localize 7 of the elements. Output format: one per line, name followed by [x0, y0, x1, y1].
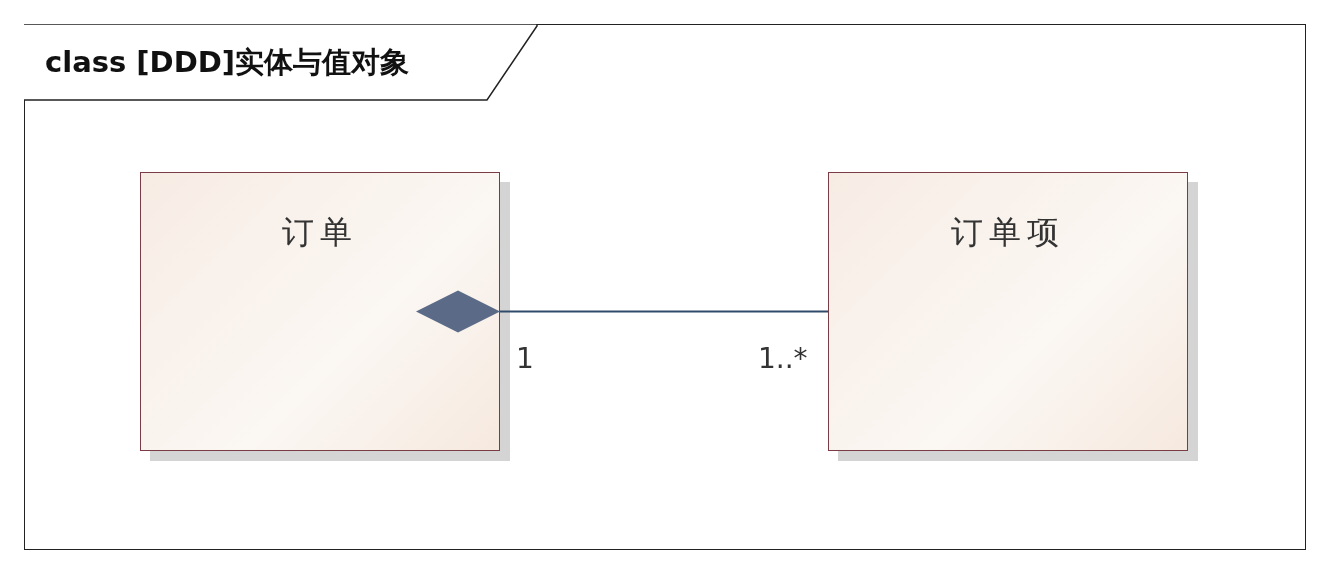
frame-title: class [DDD]实体与值对象	[45, 44, 410, 81]
class-name: 订单	[281, 212, 359, 253]
class-name: 订单项	[950, 212, 1066, 253]
uml-frame	[24, 24, 1306, 550]
multiplicity-label: 1..*	[758, 341, 808, 375]
composition-line	[416, 290, 829, 333]
multiplicity-label: 1	[516, 341, 534, 375]
